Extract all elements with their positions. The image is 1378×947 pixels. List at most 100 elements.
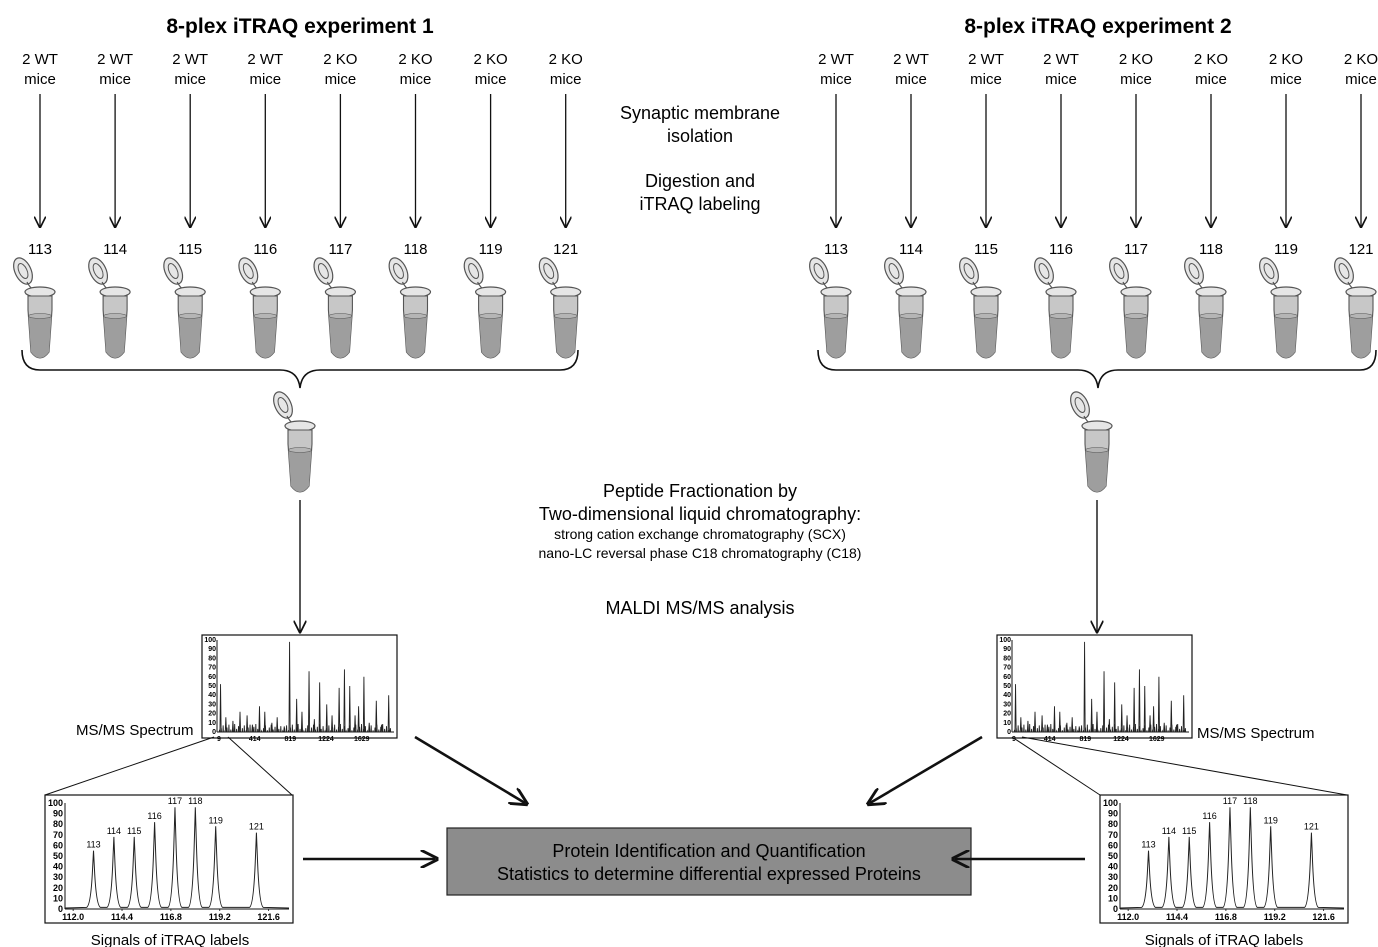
- tube-lid: [1034, 257, 1054, 285]
- tube-liquid-surface: [824, 313, 848, 319]
- sample-genotype: 2 KO: [1344, 51, 1378, 68]
- experiment-2-pooled-tube: [1070, 391, 1113, 493]
- itraq-tag-label: 114: [899, 241, 923, 258]
- spectrum-x-tick: 414: [1044, 736, 1056, 743]
- peak-label: 113: [1141, 840, 1155, 850]
- sample-species: mice: [1195, 71, 1227, 88]
- sample-species: mice: [550, 71, 582, 88]
- itraq-tag-label: 119: [1274, 241, 1298, 258]
- tube-liquid-surface: [328, 313, 353, 319]
- spectrum-trace: [217, 641, 392, 733]
- tube-lid: [959, 257, 979, 285]
- peak-label: 116: [147, 811, 161, 821]
- spectrum-y-tick: 90: [208, 646, 216, 653]
- tube-liquid-surface: [178, 313, 202, 319]
- spectrum-y-tick: 70: [208, 665, 216, 672]
- signals-trace: [64, 807, 290, 909]
- sample-genotype: 2 KO: [474, 51, 508, 68]
- tube-lid: [1334, 257, 1354, 285]
- tube-liquid: [1349, 316, 1373, 358]
- spectrum-y-tick: 0: [1007, 729, 1011, 736]
- spectrum-y-tick: 20: [208, 711, 216, 718]
- sample-genotype: 2 WT: [893, 51, 929, 68]
- tube-liquid: [1199, 316, 1223, 358]
- spectrum-x-tick: 1629: [354, 736, 370, 743]
- sample-tube-icon: [884, 257, 927, 359]
- tube-liquid: [1049, 316, 1073, 358]
- signals-y-tick: 20: [53, 883, 63, 893]
- tube-liquid: [899, 316, 923, 358]
- tube-lid-inner: [1188, 263, 1200, 279]
- itraq-tag-label: 118: [1199, 241, 1223, 258]
- tube-liquid: [554, 316, 578, 358]
- spectrum-y-tick: 10: [1003, 720, 1011, 727]
- peak-label: 118: [188, 796, 202, 806]
- itraq-tag-label: 117: [1124, 241, 1148, 258]
- spectrum-y-tick: 60: [208, 674, 216, 681]
- spectrum-y-tick: 100: [204, 637, 216, 644]
- step-fractionation-line-4: nano-LC reversal phase C18 chromatograph…: [539, 545, 862, 561]
- itraq-tag-label: 115: [974, 241, 998, 258]
- sample-tube-icon: [1259, 257, 1302, 359]
- sample-species: mice: [970, 71, 1002, 88]
- spectrum-x-tick: 414: [249, 736, 261, 743]
- peak-label: 117: [1223, 796, 1237, 806]
- spectrum-y-tick: 50: [1003, 683, 1011, 690]
- tube-liquid: [404, 316, 427, 358]
- sample-genotype: 2 WT: [22, 51, 58, 68]
- tube-lid-inner: [963, 263, 975, 279]
- signals-y-tick: 10: [1108, 893, 1118, 903]
- itraq-tag-label: 119: [479, 241, 503, 258]
- tube-lid-inner: [17, 263, 29, 279]
- sample-species: mice: [174, 71, 206, 88]
- experiment-2-signals-label: Signals of iTRAQ labels: [1145, 932, 1303, 947]
- sample-tube-icon: [1034, 257, 1077, 359]
- itraq-tag-label: 121: [553, 241, 578, 258]
- sample-genotype: 2 KO: [1119, 51, 1153, 68]
- signals-y-tick: 20: [1108, 883, 1118, 893]
- spectrum-y-tick: 20: [1003, 711, 1011, 718]
- tube-lid-inner: [277, 397, 289, 413]
- spectrum-trace: [1012, 641, 1187, 733]
- tube-lid-inner: [167, 263, 179, 279]
- sample-genotype: 2 KO: [323, 51, 357, 68]
- signals-y-tick: 0: [1113, 904, 1118, 914]
- signals-y-tick: 70: [1108, 830, 1118, 840]
- itraq-tag-label: 113: [824, 241, 848, 258]
- sample-tube-icon: [238, 257, 281, 359]
- signals-y-tick: 30: [53, 872, 63, 882]
- experiment-2-zoom-line-right: [1021, 736, 1348, 796]
- tube-liquid: [253, 316, 277, 358]
- experiment-1-pooling-brace: [21, 349, 579, 389]
- tube-lid-inner: [1038, 263, 1050, 279]
- itraq-tag-label: 113: [28, 241, 52, 258]
- step-isolation-line-1: Synaptic membrane: [620, 103, 780, 123]
- sample-species: mice: [249, 71, 281, 88]
- signals-y-tick: 40: [53, 862, 63, 872]
- sample-species: mice: [1120, 71, 1152, 88]
- experiment-1-zoom-line-right: [227, 736, 293, 796]
- sample-column: 2 KO mice 117: [1109, 51, 1153, 359]
- tube-lid: [88, 257, 109, 285]
- itraq-tag-label: 116: [1049, 241, 1073, 258]
- tube-liquid: [1274, 316, 1298, 358]
- tube-liquid: [824, 316, 848, 358]
- sample-species: mice: [895, 71, 927, 88]
- signals-x-tick: 119.2: [209, 912, 231, 922]
- tube-liquid-surface: [288, 447, 312, 453]
- step-maldi: MALDI MS/MS analysis: [605, 598, 794, 618]
- spectrum-y-tick: 30: [208, 701, 216, 708]
- signals-y-tick: 60: [53, 840, 63, 850]
- sample-genotype: 2 WT: [247, 51, 283, 68]
- tube-lid: [463, 257, 484, 285]
- peak-label: 115: [1182, 826, 1196, 836]
